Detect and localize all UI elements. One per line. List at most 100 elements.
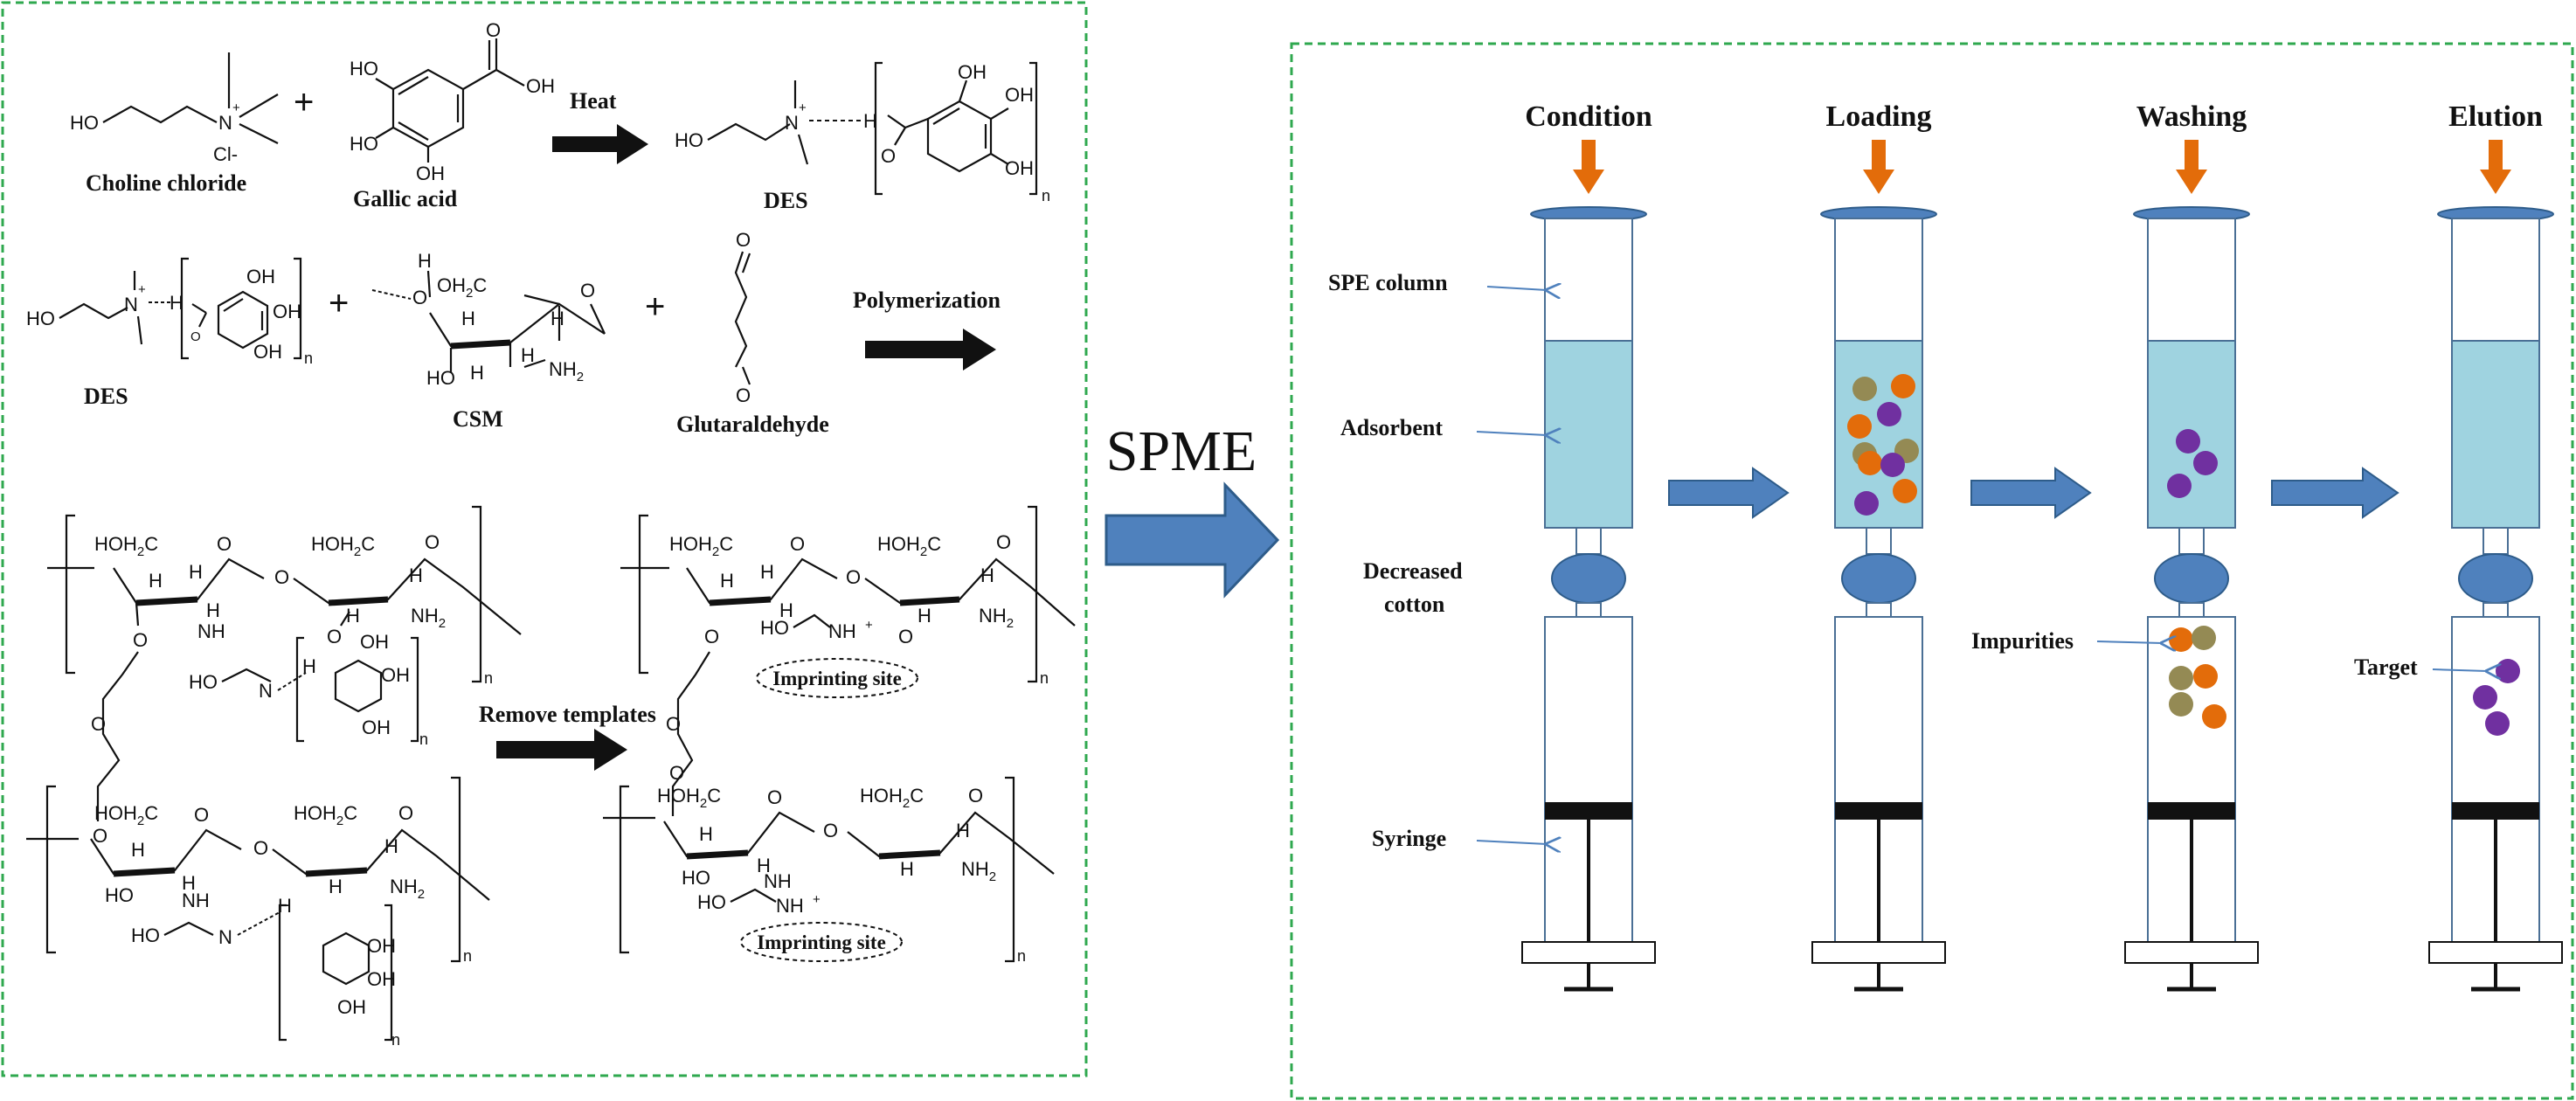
syringe-flange <box>2428 941 2563 964</box>
svg-text:H: H <box>779 599 793 621</box>
polymerization-arrow <box>865 329 996 370</box>
svg-text:O: O <box>93 825 107 847</box>
target-label: Target <box>2354 654 2418 680</box>
particle <box>1880 453 1905 477</box>
adsorbent-bed <box>2451 340 2540 529</box>
svg-text:HO: HO <box>131 924 160 946</box>
svg-text:HOH2C: HOH2C <box>294 802 357 828</box>
svg-text:HO: HO <box>675 129 703 151</box>
svg-text:HO: HO <box>70 112 99 134</box>
syringe-label: Syringe <box>1372 826 1446 851</box>
particle <box>2169 627 2193 652</box>
svg-text:H: H <box>418 250 432 272</box>
polymer-after-structure: n HOH2C O H H H O HOH2C O H H NH2 O HO N… <box>603 505 1076 965</box>
svg-text:H: H <box>182 872 196 894</box>
svg-text:O: O <box>91 713 106 735</box>
svg-text:O: O <box>425 531 440 553</box>
svg-text:OH: OH <box>526 75 555 97</box>
svg-text:O: O <box>486 19 501 41</box>
svg-text:O: O <box>669 762 684 784</box>
svg-text:H: H <box>461 308 475 329</box>
step-title-1: Condition <box>1525 100 1652 133</box>
step-title-2: Loading <box>1826 100 1932 133</box>
svg-text:O: O <box>767 786 782 808</box>
glutaraldehyde-label: Glutaraldehyde <box>676 412 829 437</box>
svg-text:HOH2C: HOH2C <box>311 533 375 559</box>
svg-text:OH: OH <box>362 717 391 738</box>
svg-text:Imprinting site: Imprinting site <box>757 931 886 953</box>
svg-text:O: O <box>968 785 983 807</box>
svg-text:O: O <box>704 626 719 647</box>
syringe-pointer <box>1476 841 1547 844</box>
svg-text:H: H <box>131 839 145 861</box>
gallic-acid-label: Gallic acid <box>353 186 458 211</box>
step-arrow-4 <box>2480 140 2511 194</box>
svg-text:HO: HO <box>350 58 378 80</box>
syringe-flange <box>1521 941 1656 964</box>
svg-text:n: n <box>391 1031 400 1049</box>
svg-text:O: O <box>412 287 427 308</box>
svg-text:NH: NH <box>764 870 792 892</box>
csm-chair-structure: O OH2C H O H H H NH2 HO H <box>371 250 606 389</box>
particle <box>2192 626 2216 650</box>
svg-text:HO: HO <box>682 867 710 889</box>
particle <box>1847 414 1872 439</box>
plunger-seal <box>1835 802 1922 820</box>
cotton-label-line1: Decreased <box>1363 558 1463 584</box>
syringe-neck <box>2178 602 2205 618</box>
heat-arrow <box>552 124 648 164</box>
svg-text:n: n <box>1042 187 1050 204</box>
column-neck <box>2483 527 2509 555</box>
imprinting-site-ellipse-2 <box>740 922 903 962</box>
svg-text:HO: HO <box>426 367 455 389</box>
particle <box>2193 664 2218 689</box>
particle <box>2176 429 2200 454</box>
syringe-flange <box>1811 941 1946 964</box>
svg-text:n: n <box>1017 947 1026 965</box>
svg-text:OH: OH <box>360 631 389 653</box>
particle <box>1852 377 1877 401</box>
remove-templates-label: Remove templates <box>479 702 656 727</box>
svg-text:O: O <box>790 533 805 555</box>
csm-label: CSM <box>453 406 503 432</box>
svg-text:O: O <box>398 802 413 824</box>
svg-text:NH2: NH2 <box>390 876 425 902</box>
glutaraldehyde-structure: O O <box>734 229 751 406</box>
target-pointer <box>2432 669 2487 671</box>
svg-text:H: H <box>470 362 484 384</box>
svg-text:N: N <box>785 112 799 134</box>
svg-text:HOH2C: HOH2C <box>877 533 941 559</box>
step-arrow-3 <box>2176 140 2207 194</box>
particle <box>2473 685 2497 710</box>
adsorbent-bed <box>1544 340 1633 529</box>
adsorbent-pointer <box>1476 432 1547 435</box>
svg-text:H: H <box>170 292 184 314</box>
svg-text:OH: OH <box>381 664 410 686</box>
remove-templates-arrow <box>496 729 627 771</box>
svg-text:HO: HO <box>760 617 789 639</box>
plus-sign-3: + <box>645 287 665 326</box>
particle <box>2169 666 2193 690</box>
spme-big-arrow <box>1104 481 1280 599</box>
particle <box>2485 711 2510 736</box>
particle <box>1877 402 1901 426</box>
svg-text:+: + <box>799 100 807 115</box>
column-neck <box>1575 527 1602 555</box>
svg-text:HO: HO <box>350 133 378 155</box>
svg-text:+: + <box>138 282 146 297</box>
particle <box>2167 474 2192 498</box>
svg-text:H: H <box>384 835 398 857</box>
particle <box>1891 374 1915 398</box>
step-title-3: Washing <box>2136 100 2247 133</box>
cotton-plug <box>1841 553 1916 604</box>
polymer-before-structure: n HOH2C O H H H NH O HOH2C O H H NH2 O O… <box>26 505 522 1049</box>
particle <box>1893 479 1917 503</box>
plus-sign-2: + <box>329 284 349 322</box>
choline-chloride-structure: HO N + Cl- <box>70 52 279 165</box>
svg-text:OH: OH <box>1005 84 1034 106</box>
svg-text:n: n <box>304 350 313 367</box>
svg-text:H: H <box>918 605 931 627</box>
svg-text:O: O <box>898 626 913 647</box>
